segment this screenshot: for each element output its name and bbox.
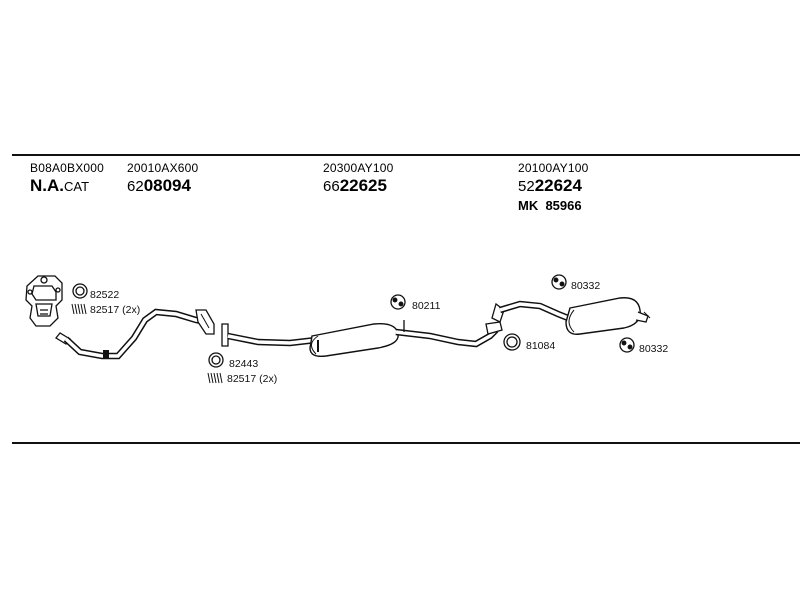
header-col-front-pipe: 20010AX600 6208094 — [127, 161, 198, 196]
part-code: 20010AX600 — [127, 161, 199, 175]
front-pipe — [55, 308, 215, 360]
callout-82517-middle: 82517 (2x) — [227, 373, 277, 385]
rubber-mount-icon — [619, 337, 635, 353]
part-number: 6208094 — [127, 176, 198, 196]
part-code: B08A0BX000 — [30, 161, 105, 175]
callout-82443: 82443 — [229, 358, 258, 370]
part-number: 5222624 — [518, 176, 589, 196]
callout-82517-front: 82517 (2x) — [90, 304, 140, 316]
part-number-prefix: 66 — [323, 178, 340, 195]
bottom-divider — [12, 442, 800, 444]
mk-label: MK — [518, 198, 539, 213]
rear-pipe-silencer — [491, 297, 651, 335]
spring-icon — [71, 303, 87, 315]
na-label: N.A. — [30, 176, 64, 195]
part-number: 6622625 — [323, 176, 394, 196]
callout-80332-upper: 80332 — [571, 280, 600, 292]
catalytic-converter — [25, 275, 63, 327]
callout-82522: 82522 — [90, 289, 119, 301]
callout-80332-lower: 80332 — [639, 343, 668, 355]
gasket-ring-icon — [503, 333, 521, 351]
part-code: 20300AY100 — [323, 161, 394, 175]
cat-label: CAT — [64, 179, 90, 194]
na-cat-label: N.A.CAT — [30, 176, 104, 196]
callout-80211: 80211 — [412, 300, 441, 312]
gasket-ring-icon — [72, 283, 88, 299]
spring-icon — [207, 372, 223, 384]
part-number-main: 22624 — [534, 176, 582, 195]
mk-reference: MK 85966 — [518, 198, 589, 213]
gasket-ring-inner — [506, 336, 518, 348]
header-col-catalyst: B08A0BX000 N.A.CAT — [30, 161, 104, 196]
part-number-prefix: 62 — [127, 178, 144, 195]
rubber-mount-icon — [390, 294, 406, 310]
part-code: 20100AY100 — [518, 161, 589, 175]
header-col-middle-silencer: 20300AY100 6622625 — [323, 161, 394, 196]
rubber-mount-icon — [551, 274, 567, 290]
header-col-rear-silencer: 20100AY100 5222624 MK 85966 — [518, 161, 589, 213]
middle-pipe-silencer — [221, 320, 503, 358]
callout-81084: 81084 — [526, 340, 555, 352]
mk-number: 85966 — [545, 198, 582, 213]
part-number-main: 08094 — [143, 176, 191, 195]
gasket-ring-inner — [75, 286, 85, 296]
part-number-prefix: 52 — [518, 178, 535, 195]
part-number-main: 22625 — [339, 176, 387, 195]
gasket-ring-icon — [208, 352, 224, 368]
gasket-ring-inner — [211, 355, 221, 365]
top-divider — [12, 154, 800, 156]
